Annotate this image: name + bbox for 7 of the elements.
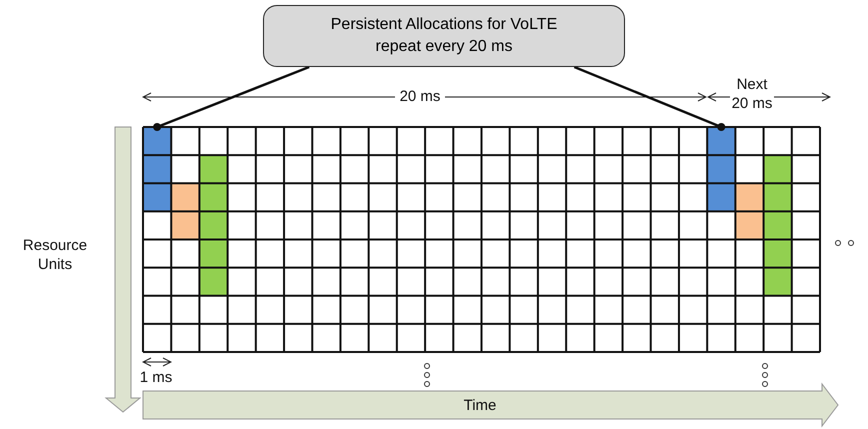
axis-label: Time: [462, 396, 498, 415]
axis-label: Resource Units: [22, 236, 88, 274]
callout-text: Persistent Allocations for VoLTE repeat every 20 ms: [330, 15, 558, 57]
leader-line: [574, 66, 726, 131]
leader-line: [153, 66, 310, 131]
callout-box: [263, 5, 625, 67]
dimension-label: 1 ms: [138, 368, 174, 387]
